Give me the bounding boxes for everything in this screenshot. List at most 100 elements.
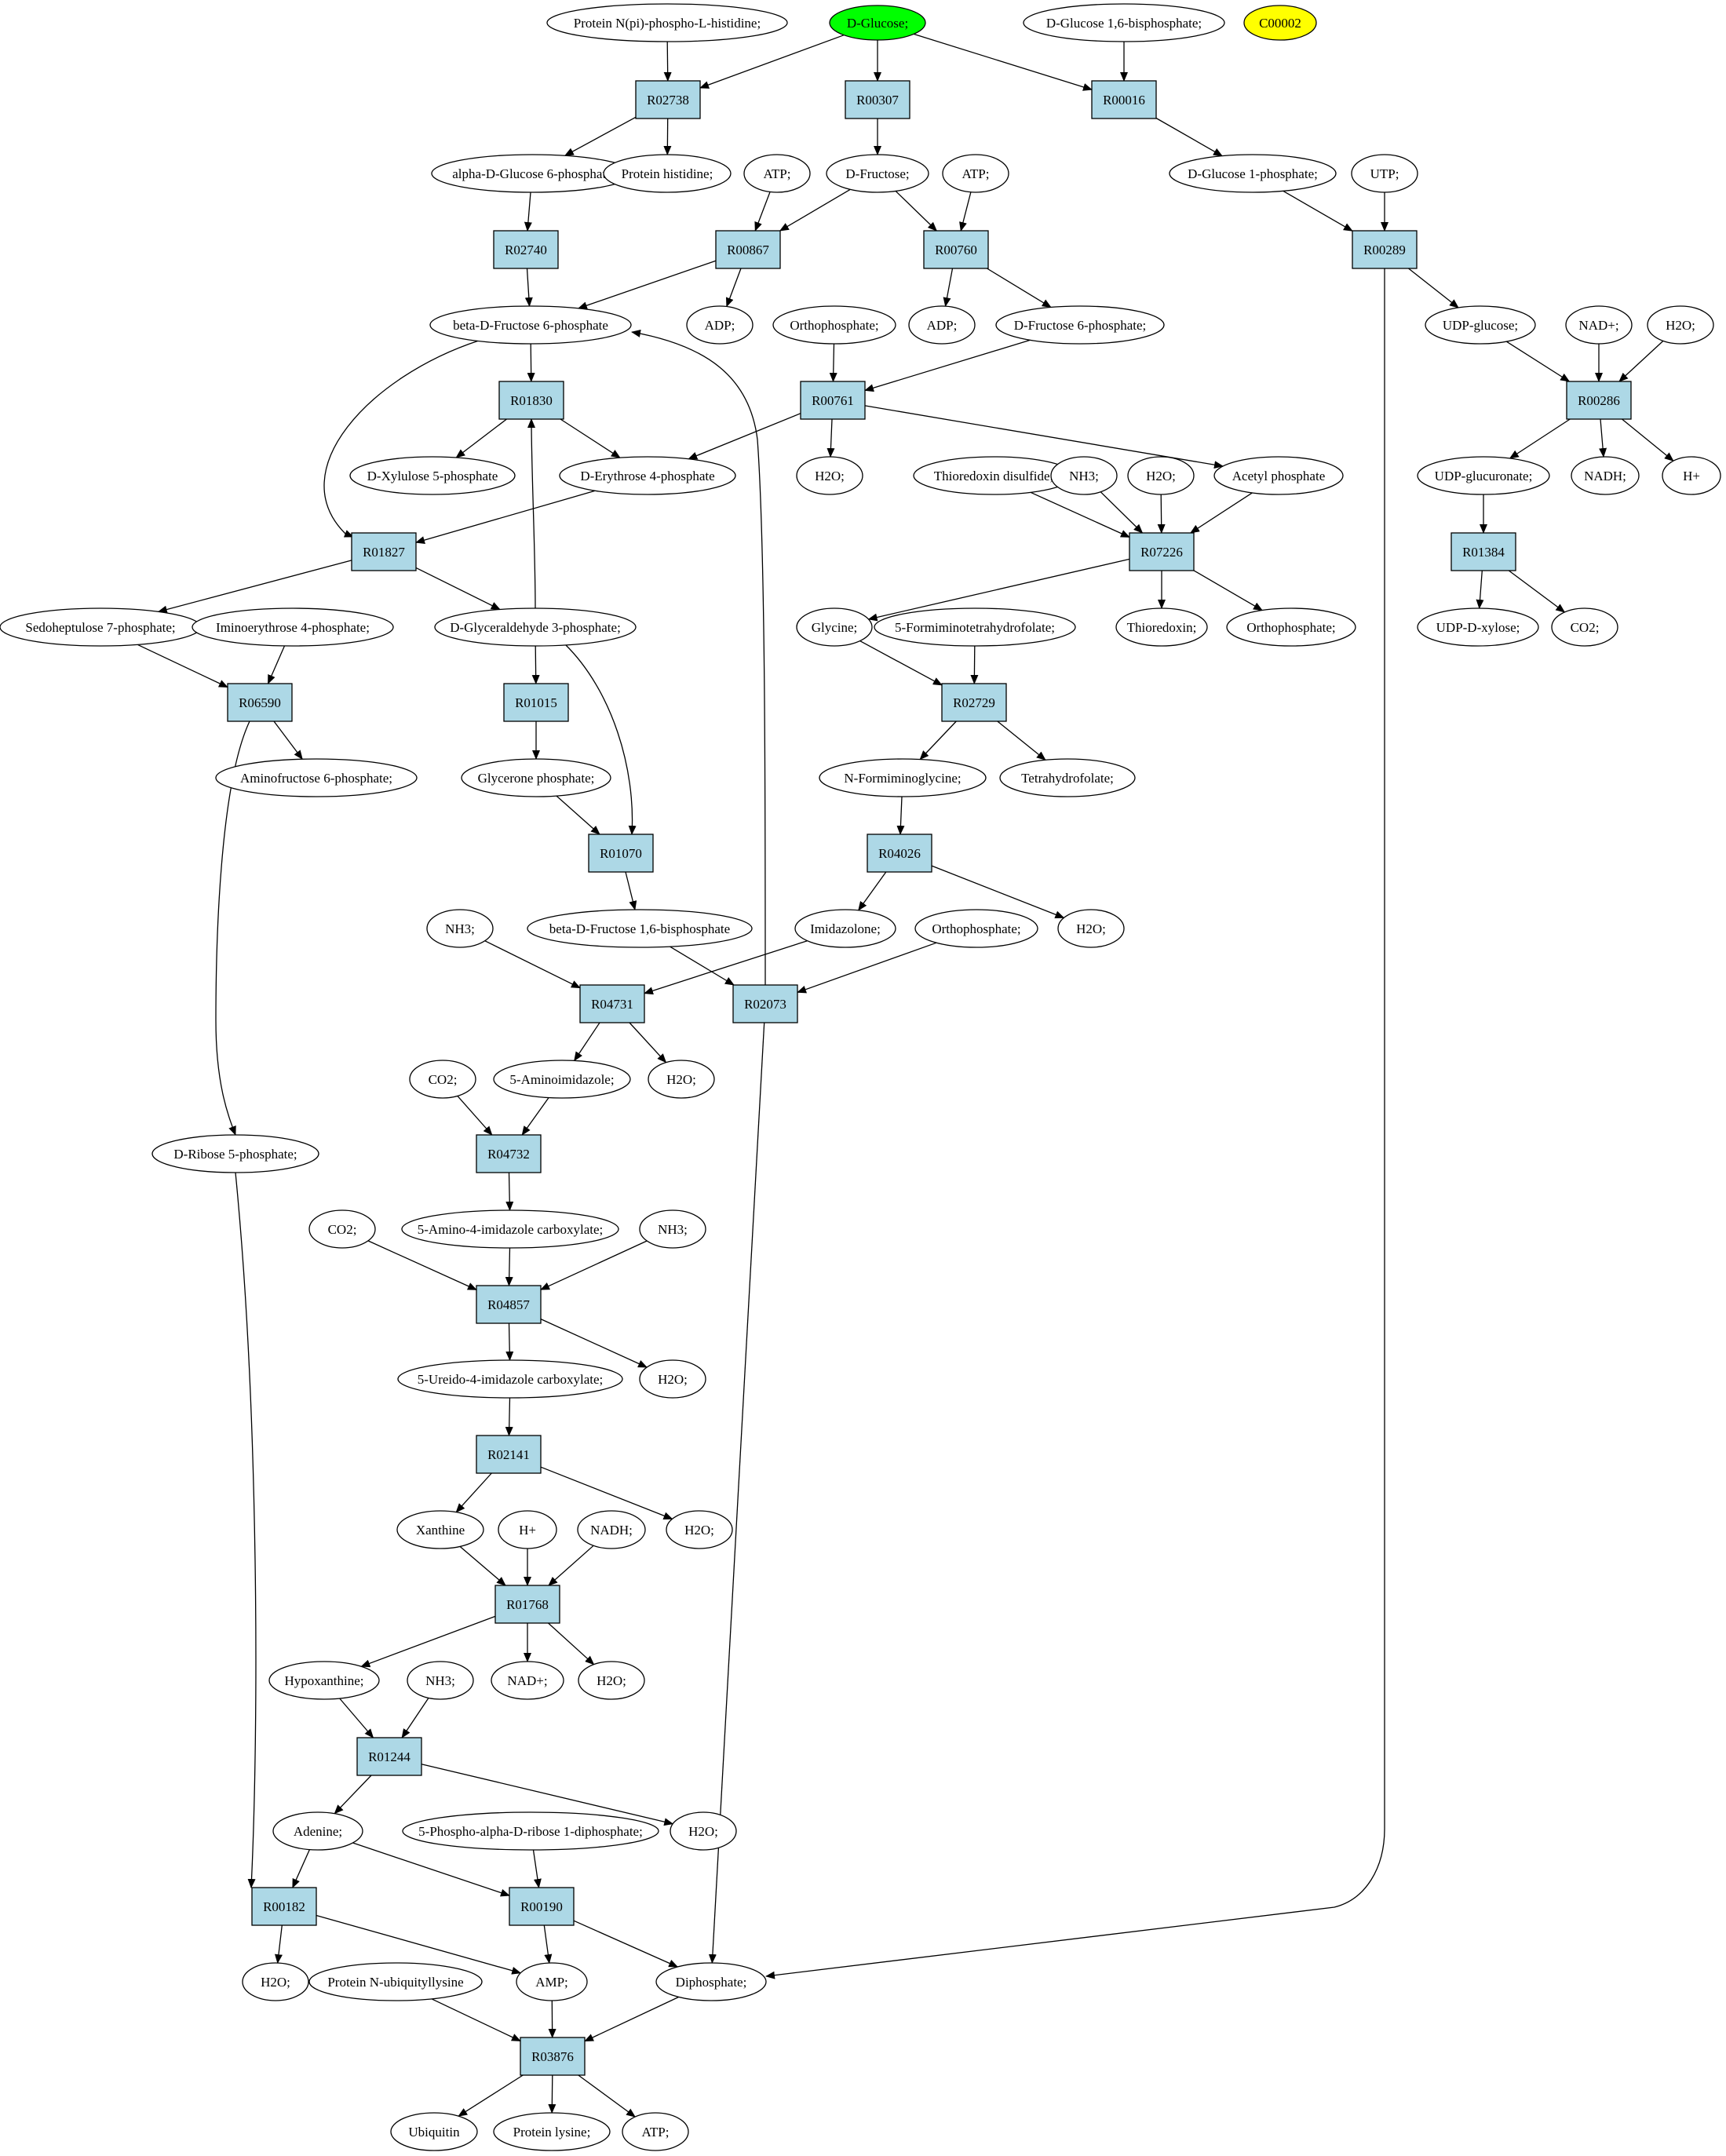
compound-node[interactable]: H2O; [242,1962,309,2001]
compound-node[interactable]: Aminofructose 6-phosphate; [215,758,418,797]
reaction-node[interactable]: R06590 [227,683,293,722]
reaction-node[interactable]: R01070 [588,834,654,873]
compound-node[interactable]: Orthophosphate; [772,305,896,345]
reaction-node[interactable]: R01244 [356,1737,422,1776]
reaction-node[interactable]: R00760 [923,230,989,269]
reaction-node[interactable]: R00016 [1091,80,1157,119]
compound-node[interactable]: beta-D-Fructose 6-phosphate [429,305,632,345]
compound-node[interactable]: 5-Aminoimidazole; [493,1060,631,1099]
reaction-node[interactable]: R03876 [520,2037,586,2076]
compound-node[interactable]: NH3; [426,909,494,948]
compound-node[interactable]: NADH; [1571,456,1640,495]
compound-node[interactable]: UDP-glucose; [1425,305,1536,345]
reaction-node[interactable]: R01830 [498,381,564,420]
compound-node[interactable]: H2O; [1057,909,1125,948]
compound-node[interactable]: H+ [498,1510,557,1549]
compound-node[interactable]: UDP-D-xylose; [1417,607,1539,647]
compound-node[interactable]: CO2; [1551,607,1618,647]
reaction-node[interactable]: R00867 [715,230,781,269]
reaction-node[interactable]: R00289 [1352,230,1418,269]
compound-node[interactable]: ATP; [942,154,1009,193]
compound-node[interactable]: D-Ribose 5-phosphate; [151,1134,319,1173]
reaction-node[interactable]: R00761 [800,381,866,420]
compound-node[interactable]: D-Glucose 1-phosphate; [1169,154,1337,193]
compound-node[interactable]: H2O; [796,456,863,495]
reaction-node[interactable]: R02729 [941,683,1007,722]
compound-node[interactable]: 5-Ureido-4-imidazole carboxylate; [397,1359,623,1399]
compound-node[interactable]: NH3; [639,1209,706,1249]
compound-node[interactable]: Protein N-ubiquityllysine [308,1962,483,2001]
compound-node[interactable]: Thioredoxin disulfide; [913,456,1075,495]
compound-node[interactable]: H+ [1662,456,1721,495]
compound-node[interactable]: C00002 [1243,5,1317,41]
compound-node[interactable]: D-Glucose 1,6-bisphosphate; [1023,3,1225,42]
compound-node[interactable]: D-Erythrose 4-phosphate [559,456,736,495]
compound-node[interactable]: Sedoheptulose 7-phosphate; [0,607,202,647]
reaction-node[interactable]: R00190 [509,1887,575,1926]
reaction-node[interactable]: R02141 [476,1435,542,1474]
compound-node[interactable]: beta-D-Fructose 1,6-bisphosphate [527,909,753,948]
compound-node[interactable]: NAD+; [491,1661,564,1700]
compound-node[interactable]: H2O; [666,1510,733,1549]
compound-node[interactable]: Hypoxanthine; [268,1661,380,1700]
compound-node[interactable]: Glycerone phosphate; [461,758,611,797]
compound-node[interactable]: Iminoerythrose 4-phosphate; [192,607,394,647]
compound-node[interactable]: NH3; [407,1661,474,1700]
compound-node[interactable]: Glycine; [796,607,873,647]
reaction-node[interactable]: R01827 [351,532,417,571]
compound-node[interactable]: N-Formiminoglycine; [819,758,987,797]
compound-node[interactable]: Protein lysine; [493,2112,611,2151]
compound-node[interactable]: UTP; [1351,154,1418,193]
compound-node[interactable]: 5-Formiminotetrahydrofolate; [874,607,1076,647]
compound-node[interactable]: Protein N(pi)-phospho-L-histidine; [546,3,788,42]
reaction-node[interactable]: R07226 [1129,532,1195,571]
compound-node[interactable]: D-Glucose; [829,5,926,41]
compound-node[interactable]: Orthophosphate; [1226,607,1356,647]
reaction-node[interactable]: R04731 [579,984,645,1023]
reaction-node[interactable]: R00286 [1566,381,1632,420]
reaction-node[interactable]: R01768 [494,1585,560,1624]
compound-node[interactable]: H2O; [578,1661,645,1700]
compound-node[interactable]: ADP; [686,305,754,345]
compound-node[interactable]: Orthophosphate; [914,909,1038,948]
compound-node[interactable]: CO2; [308,1209,376,1249]
compound-node[interactable]: ADP; [908,305,976,345]
compound-node[interactable]: NADH; [577,1510,646,1549]
reaction-node[interactable]: R00307 [845,80,910,119]
compound-node[interactable]: D-Fructose; [826,154,929,193]
compound-node[interactable]: H2O; [1127,456,1195,495]
compound-node[interactable]: Thioredoxin; [1115,607,1208,647]
reaction-node[interactable]: R02738 [635,80,701,119]
compound-node[interactable]: D-Fructose 6-phosphate; [995,305,1165,345]
compound-node[interactable]: 5-Phospho-alpha-D-ribose 1-diphosphate; [402,1811,659,1851]
compound-node[interactable]: D-Glyceraldehyde 3-phosphate; [434,607,637,647]
reaction-node[interactable]: R02073 [732,984,798,1023]
compound-node[interactable]: ATP; [622,2112,689,2151]
compound-node[interactable]: Xanthine [396,1510,484,1549]
compound-node[interactable]: 5-Amino-4-imidazole carboxylate; [401,1209,619,1249]
compound-node[interactable]: CO2; [409,1060,476,1099]
reaction-node[interactable]: R04732 [476,1134,542,1173]
compound-node[interactable]: D-Xylulose 5-phosphate [349,456,516,495]
compound-node[interactable]: alpha-D-Glucose 6-phosphate [431,154,633,193]
compound-node[interactable]: H2O; [648,1060,715,1099]
reaction-node[interactable]: R01384 [1450,532,1516,571]
compound-node[interactable]: Diphosphate; [655,1962,767,2001]
compound-node[interactable]: NAD+; [1565,305,1633,345]
compound-node[interactable]: AMP; [516,1962,588,2001]
compound-node[interactable]: Protein histidine; [603,154,732,193]
reaction-node[interactable]: R02740 [493,230,559,269]
compound-node[interactable]: Imidazolone; [794,909,896,948]
reaction-node[interactable]: R04857 [476,1285,542,1324]
compound-node[interactable]: ATP; [743,154,811,193]
compound-node[interactable]: Acetyl phosphate [1213,456,1344,495]
reaction-node[interactable]: R04026 [867,834,932,873]
reaction-node[interactable]: R00182 [251,1887,317,1926]
compound-node[interactable]: H2O; [1647,305,1714,345]
reaction-node[interactable]: R01015 [503,683,569,722]
compound-node[interactable]: Tetrahydrofolate; [999,758,1136,797]
compound-node[interactable]: NH3; [1050,456,1118,495]
compound-node[interactable]: Adenine; [272,1811,363,1851]
compound-node[interactable]: H2O; [670,1811,737,1851]
compound-node[interactable]: H2O; [639,1359,706,1399]
